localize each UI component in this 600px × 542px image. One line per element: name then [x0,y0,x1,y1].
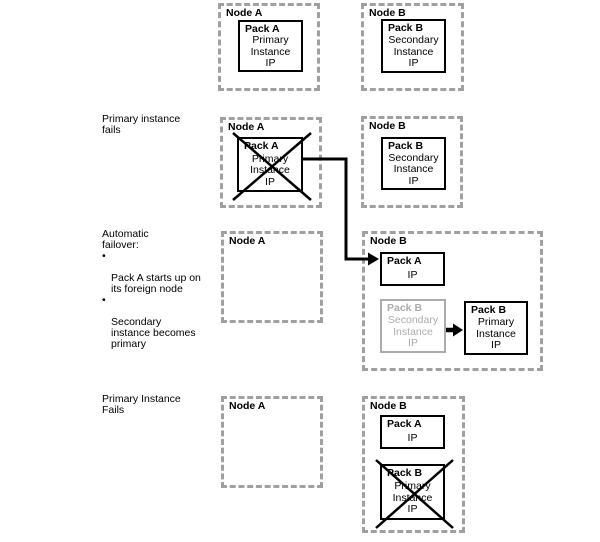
row1-node-a-title: Node A [226,7,263,19]
row3-node-a-title: Node A [229,235,266,247]
row4-node-b: Node B Pack A IP Pack B Primary Instance… [362,396,465,533]
row4-pack-b-body: Primary Instance IP [392,480,433,516]
row3-pack-b-before-body: Secondary Instance IP [387,314,439,350]
row1-pack-b-title: Pack B [388,22,424,34]
row2-node-a-title: Node A [228,121,265,133]
row4-pack-a-body: IP [407,431,418,444]
row1-pack-b: Pack B Secondary Instance IP [381,19,446,73]
row1-pack-a-body: Primary Instance IP [250,34,291,70]
row3-pack-b-promoted-primary: Pack B Primary Instance IP [464,301,528,355]
row1-pack-b-body: Secondary Instance IP [388,34,439,70]
row3-node-b: Node B Pack A IP Pack B Secondary Instan… [362,231,543,371]
row4-pack-b-failed: Pack B Primary Instance IP [375,459,454,529]
row2-pack-b-title: Pack B [388,140,424,152]
row1-node-a: Node A Pack A Primary Instance IP [218,3,320,91]
row3-pack-b-after-title: Pack B [471,304,507,316]
bullet-icon: • [102,294,106,306]
row2-node-a: Node A Pack A Primary Instance IP [220,117,322,208]
row1-node-b-title: Node B [369,7,406,19]
row2-pack-a-title: Pack A [244,140,279,152]
row1-node-b: Node B Pack B Secondary Instance IP [361,3,464,91]
row4-node-a-empty: Node A [221,396,323,488]
row3-bullet-2-text: Secondary instance becomes primary [111,316,196,350]
row3-pack-b-after-body: Primary Instance IP [476,316,516,352]
row4-pack-b-title: Pack B [387,467,423,479]
row3-pack-a-adopted: Pack A IP [380,252,445,286]
row3-label: Automatic failover: [102,228,149,251]
row3-pack-b-secondary-inactive: Pack B Secondary Instance IP [380,299,446,353]
row2-pack-b: Pack B Secondary Instance IP [381,137,446,190]
row4-pack-a: Pack A IP [380,415,445,449]
row2-node-b: Node B Pack B Secondary Instance IP [361,116,463,208]
row3-bullet-1: • Pack A starts up on its foreign node [102,251,226,295]
row3-pack-a-body: IP [407,268,418,281]
row2-node-b-title: Node B [369,120,406,132]
row3-bullet-list: • Pack A starts up on its foreign node •… [102,251,226,350]
row1-pack-a: Pack A Primary Instance IP [238,20,303,72]
row3-pack-a-title: Pack A [387,255,422,267]
row3-node-a-empty: Node A [221,231,323,323]
row2-pack-a-body: Primary Instance IP [250,152,290,188]
bullet-icon: • [102,250,106,262]
row3-bullet-2: • Secondary instance becomes primary [102,295,226,350]
row2-label: Primary instance fails [102,113,181,136]
row2-pack-b-body: Secondary Instance IP [388,151,439,187]
row4-node-a-title: Node A [229,400,266,412]
row3-bullet-1-text: Pack A starts up on its foreign node [111,272,201,295]
row4-label: Primary Instance Fails [102,393,181,416]
row3-node-b-title: Node B [370,235,407,247]
row1-pack-a-title: Pack A [245,23,280,35]
row4-pack-a-title: Pack A [387,418,422,430]
row4-node-b-title: Node B [370,400,407,412]
row3-pack-b-before-title: Pack B [387,302,423,314]
row2-pack-a-failed: Pack A Primary Instance IP [232,132,312,201]
